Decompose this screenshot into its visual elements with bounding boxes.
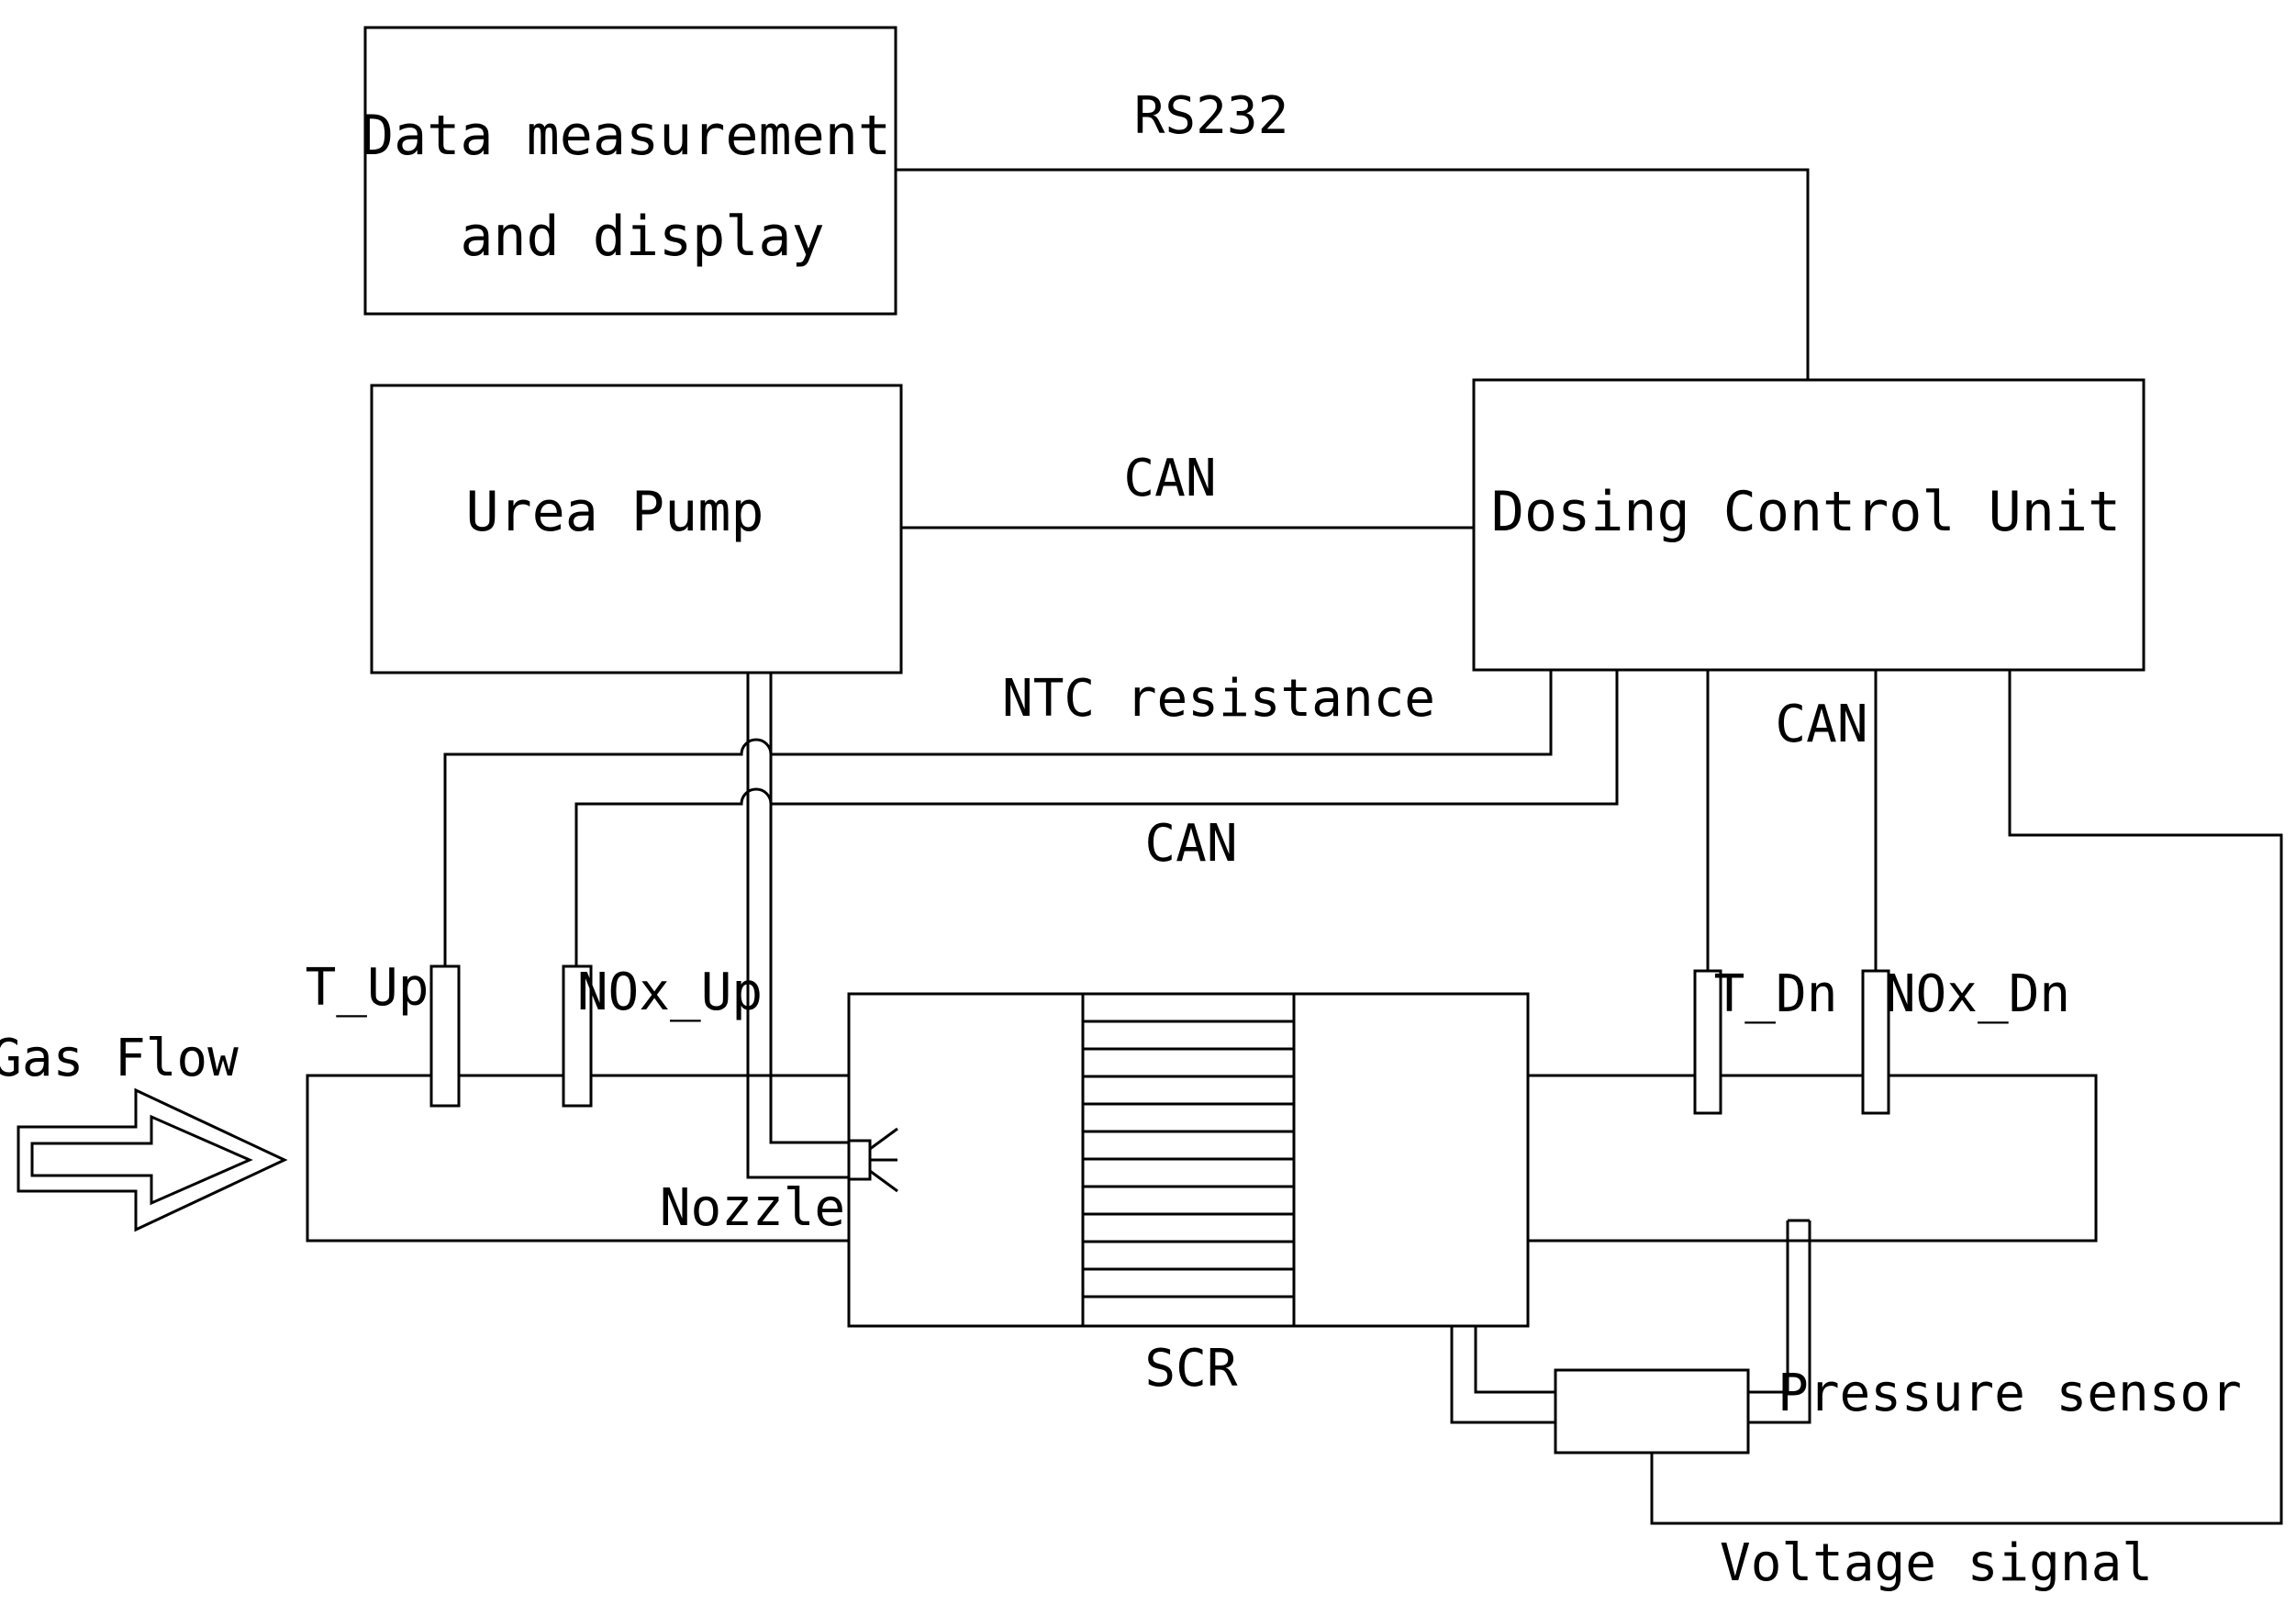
- ntc-label: NTC resistance: [1002, 669, 1435, 729]
- rs232-label: RS232: [1134, 86, 1289, 146]
- scr-canister: SCR: [847, 992, 1530, 1399]
- nox-dn-label: NOx_Dn: [1885, 964, 2070, 1024]
- nozzle-head: [847, 1139, 872, 1181]
- urea-hose-and-nozzle: Nozzle: [660, 673, 898, 1238]
- data-display-label-line1: Data measurement: [361, 104, 891, 168]
- urea-pump-block: Urea Pump: [370, 384, 903, 674]
- rs232-link: RS232: [896, 86, 1810, 380]
- can-pump-label: CAN: [1123, 449, 1216, 508]
- nox-dn-sensor: NOx_Dn: [1861, 964, 2070, 1115]
- voltage-signal-wire: Voltage signal: [1650, 670, 2283, 1593]
- can-pump-link: CAN: [901, 449, 1474, 529]
- dosing-control-unit-block: Dosing Control Unit: [1472, 378, 2146, 672]
- nozzle-label: Nozzle: [660, 1178, 845, 1238]
- data-measurement-display-block: Data measurement and display: [361, 26, 897, 316]
- t-up-label: T_Up: [306, 958, 429, 1018]
- gas-flow-label: Gas Flow: [0, 1029, 239, 1088]
- can-dn-label: CAN: [1775, 695, 1867, 754]
- nox-up-sensor: NOx_Up: [562, 963, 763, 1108]
- nox-up-label: NOx_Up: [577, 963, 763, 1022]
- ntc-resistance-wire: NTC resistance: [443, 669, 1553, 966]
- pressure-label: Pressure sensor: [1778, 1364, 2242, 1423]
- can-nox-up-wire: CAN: [574, 670, 1619, 966]
- can-up-label: CAN: [1144, 814, 1237, 874]
- t-up-sensor: T_Up: [306, 958, 461, 1108]
- urea-pump-label: Urea Pump: [465, 480, 763, 544]
- scr-label: SCR: [1144, 1339, 1237, 1399]
- dcu-label: Dosing Control Unit: [1491, 480, 2121, 544]
- t-dn-sensor: T_Dn: [1693, 964, 1838, 1115]
- pressure-sensor: Pressure sensor: [1450, 1219, 2242, 1455]
- t-dn-label: T_Dn: [1714, 964, 1838, 1024]
- gas-flow-arrow: Gas Flow: [0, 1029, 288, 1232]
- voltage-label: Voltage signal: [1720, 1533, 2153, 1593]
- pressure-sensor-body: [1554, 1368, 1750, 1455]
- data-display-label-line2: and display: [460, 205, 824, 269]
- downstream-sensor-wires: CAN: [1706, 670, 1878, 971]
